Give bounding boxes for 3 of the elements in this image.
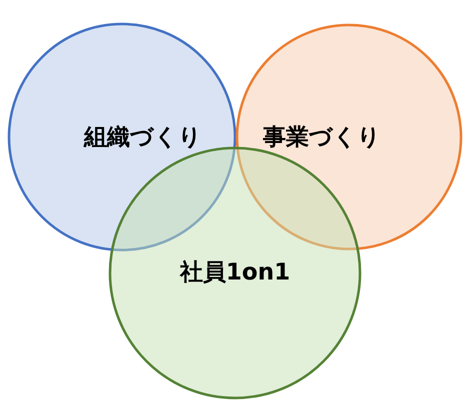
circle-label: 組織づくり bbox=[84, 124, 202, 152]
circle-label: 事業づくり bbox=[263, 124, 381, 152]
circle-label: 社員1on1 bbox=[180, 258, 290, 288]
